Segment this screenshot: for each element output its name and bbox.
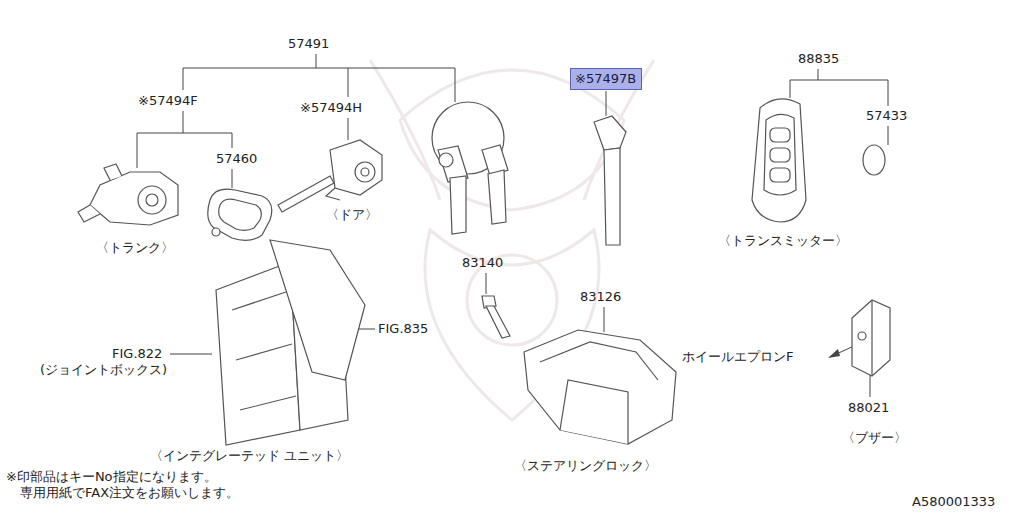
part-drawings	[78, 99, 890, 445]
part-caption: 〈ステアリングロック〉	[514, 458, 657, 474]
order-note: 専用用紙でFAX注文をお願いします。	[20, 485, 239, 501]
callout-number: 57433	[866, 108, 907, 124]
callout-number: 57460	[216, 151, 257, 167]
part-caption: 〈ブザー〉	[842, 430, 907, 446]
callout-number: ※57497B	[575, 71, 641, 87]
callout-number: ※57494H	[300, 100, 362, 116]
arrowhead	[828, 349, 840, 358]
part-caption: 〈トランスミッター〉	[718, 233, 848, 249]
callout-number: ※57494F	[138, 93, 198, 109]
callout-number: 88021	[848, 400, 889, 416]
callout-number: 57491	[288, 36, 329, 52]
part-caption: 〈インテグレーテッド ユニット〉	[150, 448, 349, 464]
callout-number: 88835	[798, 51, 839, 67]
callout-number: 83126	[580, 289, 621, 305]
location-note: ホイールエプロンF	[682, 349, 793, 365]
figure-reference: FIG.822	[112, 346, 162, 362]
highlighted-part-number: ※57497B	[570, 68, 642, 90]
part-caption: (ジョイントボックス)	[40, 362, 167, 378]
callout-number: 83140	[462, 255, 503, 271]
part-caption: 〈トランク〉	[96, 240, 174, 256]
part-caption: 〈ドア〉	[326, 207, 378, 223]
diagram-code: A580001333	[912, 494, 995, 510]
order-note: ※印部品はキーNo指定になります。	[6, 469, 217, 485]
figure-reference: FIG.835	[378, 321, 428, 337]
